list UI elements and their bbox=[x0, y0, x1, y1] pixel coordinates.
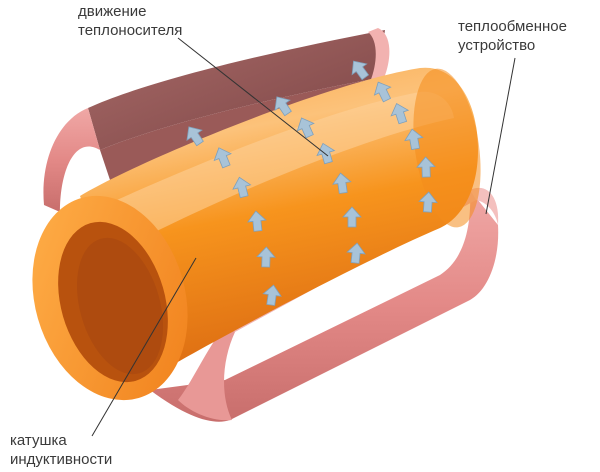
leader-heat-exchanger bbox=[485, 57, 516, 215]
heat-exchanger-label-line2: устройство bbox=[458, 37, 536, 54]
induction-coil bbox=[32, 67, 481, 401]
heat-exchanger-label-line1: теплообменное bbox=[458, 18, 567, 35]
leader-induction-coil bbox=[91, 257, 197, 437]
shell-front-lip bbox=[178, 320, 235, 421]
induction-coil-label-line2: индуктивности bbox=[10, 451, 113, 468]
leader-lines bbox=[91, 37, 516, 437]
coolant-flow-label: движение теплоносителя bbox=[78, 2, 182, 40]
shell-back-rim bbox=[368, 28, 390, 82]
coil-near-end-bore-shade bbox=[76, 237, 164, 375]
coolant-flow-label-line1: движение bbox=[78, 3, 147, 20]
coil-highlight bbox=[95, 91, 454, 250]
coolant-flow-label-line2: теплоносителя bbox=[78, 22, 183, 39]
shell-outer-left bbox=[43, 108, 100, 212]
heat-exchanger-label: теплообменное устройство bbox=[458, 17, 567, 55]
induction-coil-label-line1: катушка bbox=[10, 432, 67, 449]
coil-far-end bbox=[413, 68, 481, 228]
leader-coolant-flow bbox=[177, 37, 329, 157]
shell-back-wall bbox=[88, 30, 385, 150]
induction-coil-label: катушка индуктивности bbox=[10, 431, 112, 469]
